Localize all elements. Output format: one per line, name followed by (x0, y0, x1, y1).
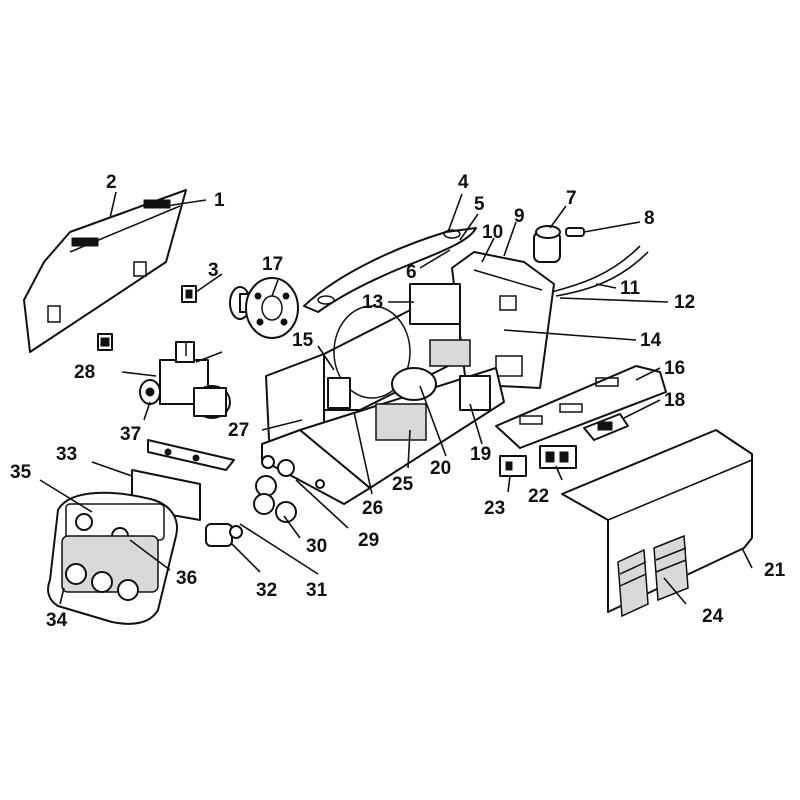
gas-fitting-part-7 (533, 225, 561, 263)
callout-27: 27 (228, 420, 249, 441)
drive-motor-part-37 (139, 341, 231, 419)
callout-22: 22 (528, 486, 549, 507)
callout-8: 8 (644, 208, 655, 229)
vent-grille-part-24 (617, 534, 689, 618)
bracket-part-18 (583, 413, 629, 441)
connector-part-28 (97, 333, 113, 351)
callout-7: 7 (566, 188, 577, 209)
rear-panel-part-10 (451, 251, 555, 389)
callout-4: 4 (458, 172, 469, 193)
callout-28: 28 (74, 362, 95, 383)
callout-20: 20 (430, 458, 451, 479)
callout-24: 24 (702, 606, 724, 627)
power-cable-part-11 (551, 245, 649, 297)
connector-part-30 (253, 475, 297, 523)
nozzle-part-8 (565, 227, 585, 237)
callout-3: 3 (208, 260, 219, 281)
switch-part-3 (181, 285, 197, 303)
callout-37: 37 (120, 424, 141, 445)
callout-29: 29 (358, 530, 379, 551)
callout-1: 1 (214, 190, 225, 211)
callout-23: 23 (484, 498, 505, 519)
callout-17: 17 (262, 254, 283, 275)
side-panel-part-2 (23, 189, 187, 353)
callout-16: 16 (664, 358, 685, 379)
outer-cover-part-21 (561, 429, 753, 613)
main-chassis (261, 283, 505, 505)
callout-10: 10 (482, 222, 503, 243)
callout-15: 15 (292, 330, 314, 351)
callout-30: 30 (306, 536, 327, 557)
callout-21: 21 (764, 560, 786, 581)
callout-34: 34 (46, 610, 68, 631)
callout-11: 11 (620, 278, 641, 299)
callout-14: 14 (640, 330, 662, 351)
callout-5: 5 (474, 194, 485, 215)
callout-12: 12 (674, 292, 695, 313)
leader-lines (39, 191, 753, 605)
callout-31: 31 (306, 580, 328, 601)
base-plate-part-16 (495, 365, 667, 449)
mounting-plate-part-33 (131, 439, 235, 521)
relay-part-23 (499, 455, 527, 477)
relay-part-22 (539, 445, 577, 469)
callout-25: 25 (392, 474, 414, 495)
callout-19: 19 (470, 444, 491, 465)
front-panel-part-34 (47, 491, 178, 625)
hinge-part-1 (69, 199, 181, 253)
callout-9: 9 (514, 206, 525, 227)
callout-2: 2 (106, 172, 117, 193)
callout-18: 18 (664, 390, 685, 411)
callout-6: 6 (406, 262, 417, 283)
callout-labels: 1 2 3 4 5 6 7 8 9 10 11 12 13 14 15 16 1… (10, 172, 786, 631)
callout-36: 36 (176, 568, 197, 589)
callout-33: 33 (56, 444, 77, 465)
wire-spool-part-17 (229, 277, 299, 339)
callout-13: 13 (362, 292, 383, 313)
callout-35: 35 (10, 462, 32, 483)
callout-32: 32 (256, 580, 277, 601)
socket-part-32 (205, 523, 243, 547)
carry-handle-part-5 (303, 227, 477, 313)
callout-26: 26 (362, 498, 383, 519)
